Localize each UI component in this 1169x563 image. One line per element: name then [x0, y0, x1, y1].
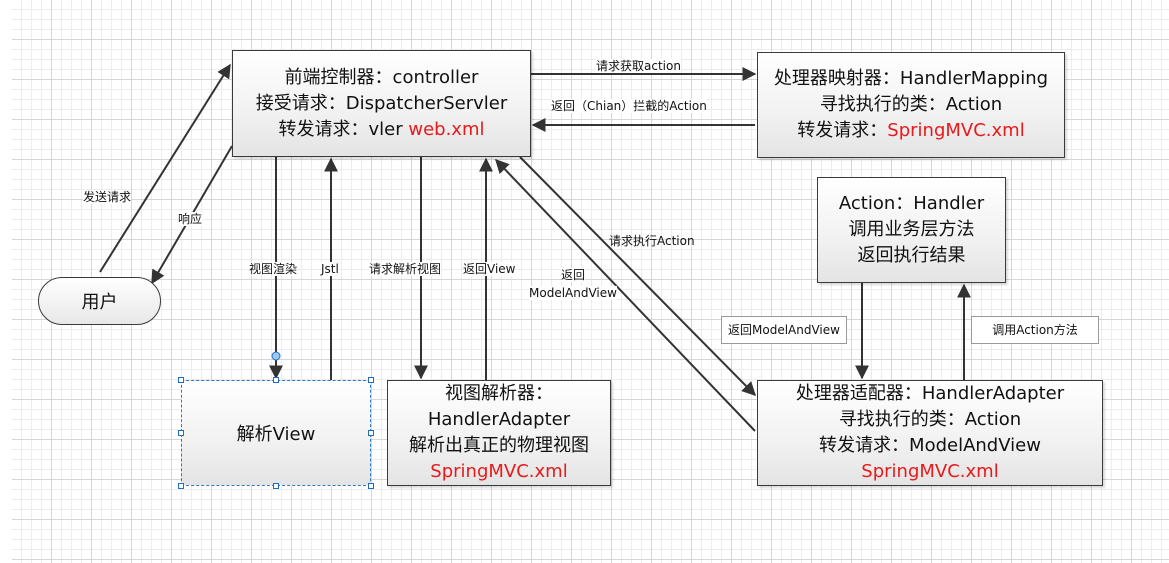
label-return-mav-2: ModelAndView — [529, 286, 617, 300]
connection-point — [271, 351, 281, 361]
label-call-action: 调用Action方法 — [971, 316, 1099, 344]
handler-adapter-node[interactable]: 处理器适配器：HandlerAdapter 寻找执行的类：Action 转发请求… — [757, 380, 1103, 486]
mapping-line3-prefix: 转发请求： — [797, 120, 888, 141]
parse-view-label: 解析View — [236, 424, 316, 445]
resolver-line1: 视图解析器： — [445, 383, 553, 404]
selection-handle[interactable] — [178, 377, 184, 383]
adapter-line2: 寻找执行的类：Action — [838, 409, 1022, 430]
selection-handle[interactable] — [178, 483, 184, 489]
controller-line2: 接受请求：DispatcherServler — [255, 92, 508, 114]
controller-line3-prefix: 转发请求：vler — [278, 118, 409, 140]
label-request-resolve: 请求解析视图 — [369, 262, 442, 276]
controller-config-file: web.xml — [408, 118, 485, 140]
selection-handle[interactable] — [178, 430, 184, 436]
action-line2: 调用业务层方法 — [848, 219, 975, 240]
mapping-line1: 处理器映射器：HandlerMapping — [773, 68, 1049, 89]
selection-handle[interactable] — [273, 483, 279, 489]
mapping-config-file: SpringMVC.xml — [887, 120, 1025, 141]
arrow-send-request — [99, 63, 231, 273]
label-send-request: 发送请求 — [83, 190, 132, 204]
user-label: 用户 — [81, 292, 118, 313]
resolver-line3: 解析出真正的物理视图 — [409, 435, 589, 456]
adapter-line3: 转发请求：ModelAndView — [819, 435, 1041, 456]
label-jstl: Jstl — [321, 262, 339, 276]
selection-handle[interactable] — [273, 377, 279, 383]
selection-handle[interactable] — [368, 377, 374, 383]
mapping-line2: 寻找执行的类：Action — [819, 94, 1003, 115]
label-response: 响应 — [178, 212, 203, 226]
label-return-mav-1: 返回 — [561, 268, 586, 282]
view-resolver-node[interactable]: 视图解析器： HandlerAdapter 解析出真正的物理视图 SpringM… — [387, 380, 611, 486]
action-line3: 返回执行结果 — [857, 245, 966, 266]
adapter-line1: 处理器适配器：HandlerAdapter — [795, 383, 1065, 404]
arrow-exec-action — [519, 156, 756, 396]
selection-handle[interactable] — [368, 483, 374, 489]
label-return-chain: 返回（Chian）拦截的Action — [551, 99, 707, 113]
action-handler-node[interactable]: Action：Handler 调用业务层方法 返回执行结果 — [817, 177, 1006, 283]
arrow-return-mav — [495, 158, 756, 432]
selection-handle[interactable] — [368, 430, 374, 436]
controller-line3: 转发请求：vler web.xml — [279, 117, 485, 143]
label-get-action: 请求获取action — [596, 59, 681, 73]
mapping-line3: 转发请求：SpringMVC.xml — [797, 118, 1024, 144]
handler-mapping-node[interactable]: 处理器映射器：HandlerMapping 寻找执行的类：Action 转发请求… — [757, 52, 1065, 158]
label-exec-action: 请求执行Action — [609, 234, 695, 248]
resolver-line2: HandlerAdapter — [427, 409, 571, 430]
label-return-mav-box: 返回ModelAndView — [721, 316, 847, 344]
front-controller-node[interactable]: 前端控制器：controller 接受请求：DispatcherServler … — [232, 50, 531, 157]
label-return-view: 返回View — [463, 262, 516, 276]
resolver-config-file: SpringMVC.xml — [430, 461, 568, 482]
parse-view-node[interactable]: 解析View — [181, 380, 371, 486]
action-line1: Action：Handler — [838, 193, 985, 214]
controller-line1: 前端控制器：controller — [284, 66, 479, 88]
user-node[interactable]: 用户 — [38, 277, 161, 325]
adapter-config-file: SpringMVC.xml — [861, 461, 999, 482]
label-render-view: 视图渲染 — [249, 262, 298, 276]
